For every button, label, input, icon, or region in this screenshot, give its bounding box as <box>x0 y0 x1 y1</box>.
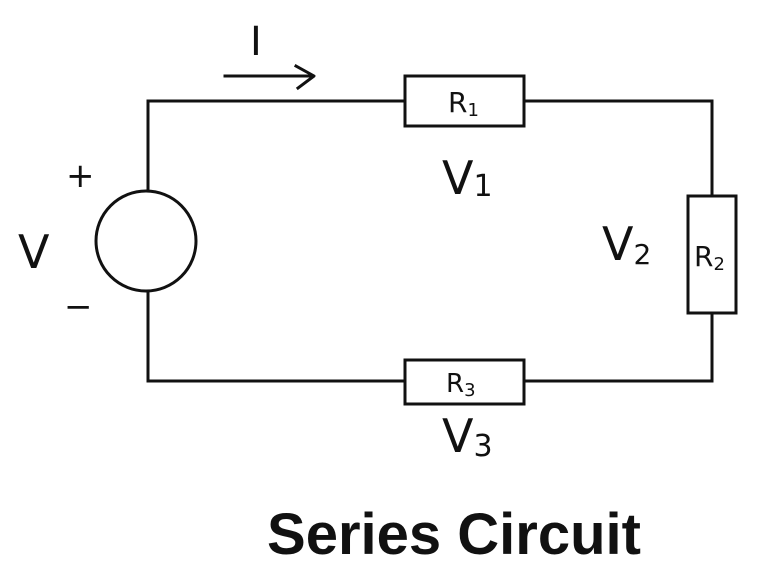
resistor-r2: R2 <box>686 194 738 315</box>
voltage-source-circle <box>94 189 198 293</box>
voltage-v3-label: V3 <box>442 409 493 464</box>
voltage-v2-label: V2 <box>602 217 651 271</box>
voltage-v1-label: V1 <box>442 151 493 205</box>
circuit-wires <box>146 99 714 383</box>
top-wire-right <box>522 99 714 198</box>
source-plus-sign: + <box>66 156 95 196</box>
resistor-r1: R1 <box>403 74 526 128</box>
voltage-source <box>94 189 198 293</box>
right-wire-bottom <box>522 311 714 383</box>
resistor-r2-label: R2 <box>694 240 725 275</box>
current-arrow <box>223 63 316 91</box>
resistor-r1-label: R1 <box>448 86 479 121</box>
resistor-r3-label: R3 <box>446 369 476 401</box>
bottom-wire-left <box>146 289 407 383</box>
resistor-r3: R3 <box>403 358 526 406</box>
source-minus-sign: − <box>64 287 93 327</box>
top-wire-left <box>146 99 407 192</box>
source-voltage-label: V <box>18 225 50 279</box>
current-label: I <box>250 19 262 65</box>
diagram-title: Series Circuit <box>267 502 641 567</box>
